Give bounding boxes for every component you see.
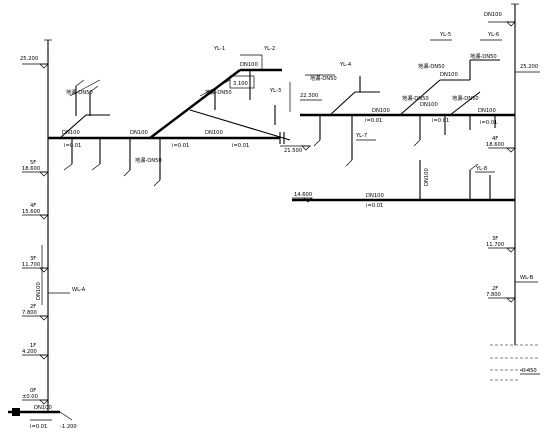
pipe-label: DN100 — [205, 130, 223, 136]
pipe-label: DN100 — [440, 72, 458, 78]
base-level: -1.200 — [60, 424, 77, 430]
right-main-labels: DN100 DN100 DN100 DN100 i=0.01 i=0.01 i=… — [300, 32, 499, 139]
base-pipe-label: DN100 — [34, 405, 52, 411]
branch-tag: YL-6 — [487, 32, 499, 38]
left-riser-dim: DN100 — [36, 282, 42, 300]
left-riser-tag: WL-A — [72, 287, 86, 293]
right-main-level: 22.300 — [300, 93, 318, 99]
slope-label: i=0.01 — [432, 118, 449, 124]
left-main-labels: DN100 DN100 DN100 DN100 i=0.01 i=0.01 i=… — [62, 46, 302, 164]
floor-elevation: 4.200 — [22, 349, 37, 355]
right-riser-tag: WL-B — [520, 275, 534, 281]
floor-label: 3F — [30, 256, 36, 262]
slope-label: i=0.01 — [365, 118, 382, 124]
fitting-note: 地漏-DN50 — [470, 52, 497, 60]
branch-tag: YL-7 — [355, 133, 367, 139]
elevation-box: 3.100 — [233, 81, 248, 87]
floor-elevation: ±0.00 — [22, 394, 38, 400]
right-top-level: 25.200 — [520, 64, 538, 70]
floor-label: 4F — [492, 136, 498, 142]
right-floor-labels: 4F 18.600 3F 11.700 2F 7.800 — [486, 136, 504, 298]
level-markers — [39, 21, 516, 405]
fitting-note: 地漏-DN50 — [135, 156, 162, 164]
fitting-note: 地漏-DN50 — [452, 94, 479, 102]
fitting-note: 地漏-DN50 — [310, 74, 337, 82]
floor-label: 2F — [30, 304, 36, 310]
right-top-label: DN100 — [484, 12, 502, 18]
lower-slope: i=0.01 — [366, 203, 383, 209]
left-top-level: 25.200 — [20, 56, 38, 62]
pipe-label: DN100 — [130, 130, 148, 136]
floor-elevation: 18.600 — [22, 166, 40, 172]
branch-tag: YL-1 — [213, 46, 225, 52]
fitting-note: 地漏-DN50 — [418, 62, 445, 70]
floor-elevation: 18.600 — [486, 142, 504, 148]
floor-label: 4F — [30, 203, 36, 209]
floor-elevation: 11.700 — [486, 242, 504, 248]
left-main-pipe — [48, 54, 310, 187]
base-slope: i=0.01 — [30, 424, 47, 430]
fitting-note: 地漏-DN50 — [402, 94, 429, 102]
floor-label: 1F — [30, 343, 36, 349]
left-riser-base — [8, 408, 73, 421]
floor-elevation: 7.800 — [486, 292, 501, 298]
right-riser — [488, 3, 540, 381]
fitting-note: 地漏-DN50 — [66, 88, 93, 96]
floor-elevation: 15.600 — [22, 209, 40, 215]
pipe-label: DN100 — [478, 108, 496, 114]
lower-branch-tag: YL-8 — [475, 166, 487, 172]
slope-label: i=0.01 — [232, 143, 249, 149]
lower-branch-pipe — [292, 160, 515, 202]
floor-label: 0F — [30, 388, 36, 394]
branch-tag: YL-5 — [439, 32, 451, 38]
floor-elevation: 7.800 — [22, 310, 37, 316]
lower-branch-level: 14.600 — [294, 192, 312, 198]
pipe-label: DN100 — [240, 62, 258, 68]
right-bottom-label: -0.450 — [520, 368, 537, 374]
slope-label: i=0.01 — [480, 120, 497, 126]
branch-tag: YL-4 — [339, 62, 352, 68]
branch-tag: YL-2 — [263, 46, 275, 52]
lower-pipe-label: DN100 — [366, 193, 384, 199]
pipe-label: DN100 — [62, 130, 80, 136]
floor-label: 2F — [492, 286, 498, 292]
floor-elevation: 11.700 — [22, 262, 40, 268]
left-riser — [22, 39, 70, 412]
fitting-note: 地漏-DN50 — [205, 88, 232, 96]
left-floor-labels: 5F 18.600 4F 15.600 3F 11.700 2F 7.800 1… — [22, 160, 40, 400]
floor-label: 5F — [30, 160, 36, 166]
pipe-label: DN100 — [372, 108, 390, 114]
slope-label: i=0.01 — [64, 143, 81, 149]
branch-tag: YL-3 — [269, 88, 281, 94]
slope-label: i=0.01 — [172, 143, 189, 149]
right-main-pipe — [300, 39, 515, 167]
lower-riser-label: DN100 — [424, 168, 430, 186]
floor-label: 3F — [492, 236, 498, 242]
pipe-label: DN100 — [420, 102, 438, 108]
left-main-level: 21.500 — [284, 148, 302, 154]
